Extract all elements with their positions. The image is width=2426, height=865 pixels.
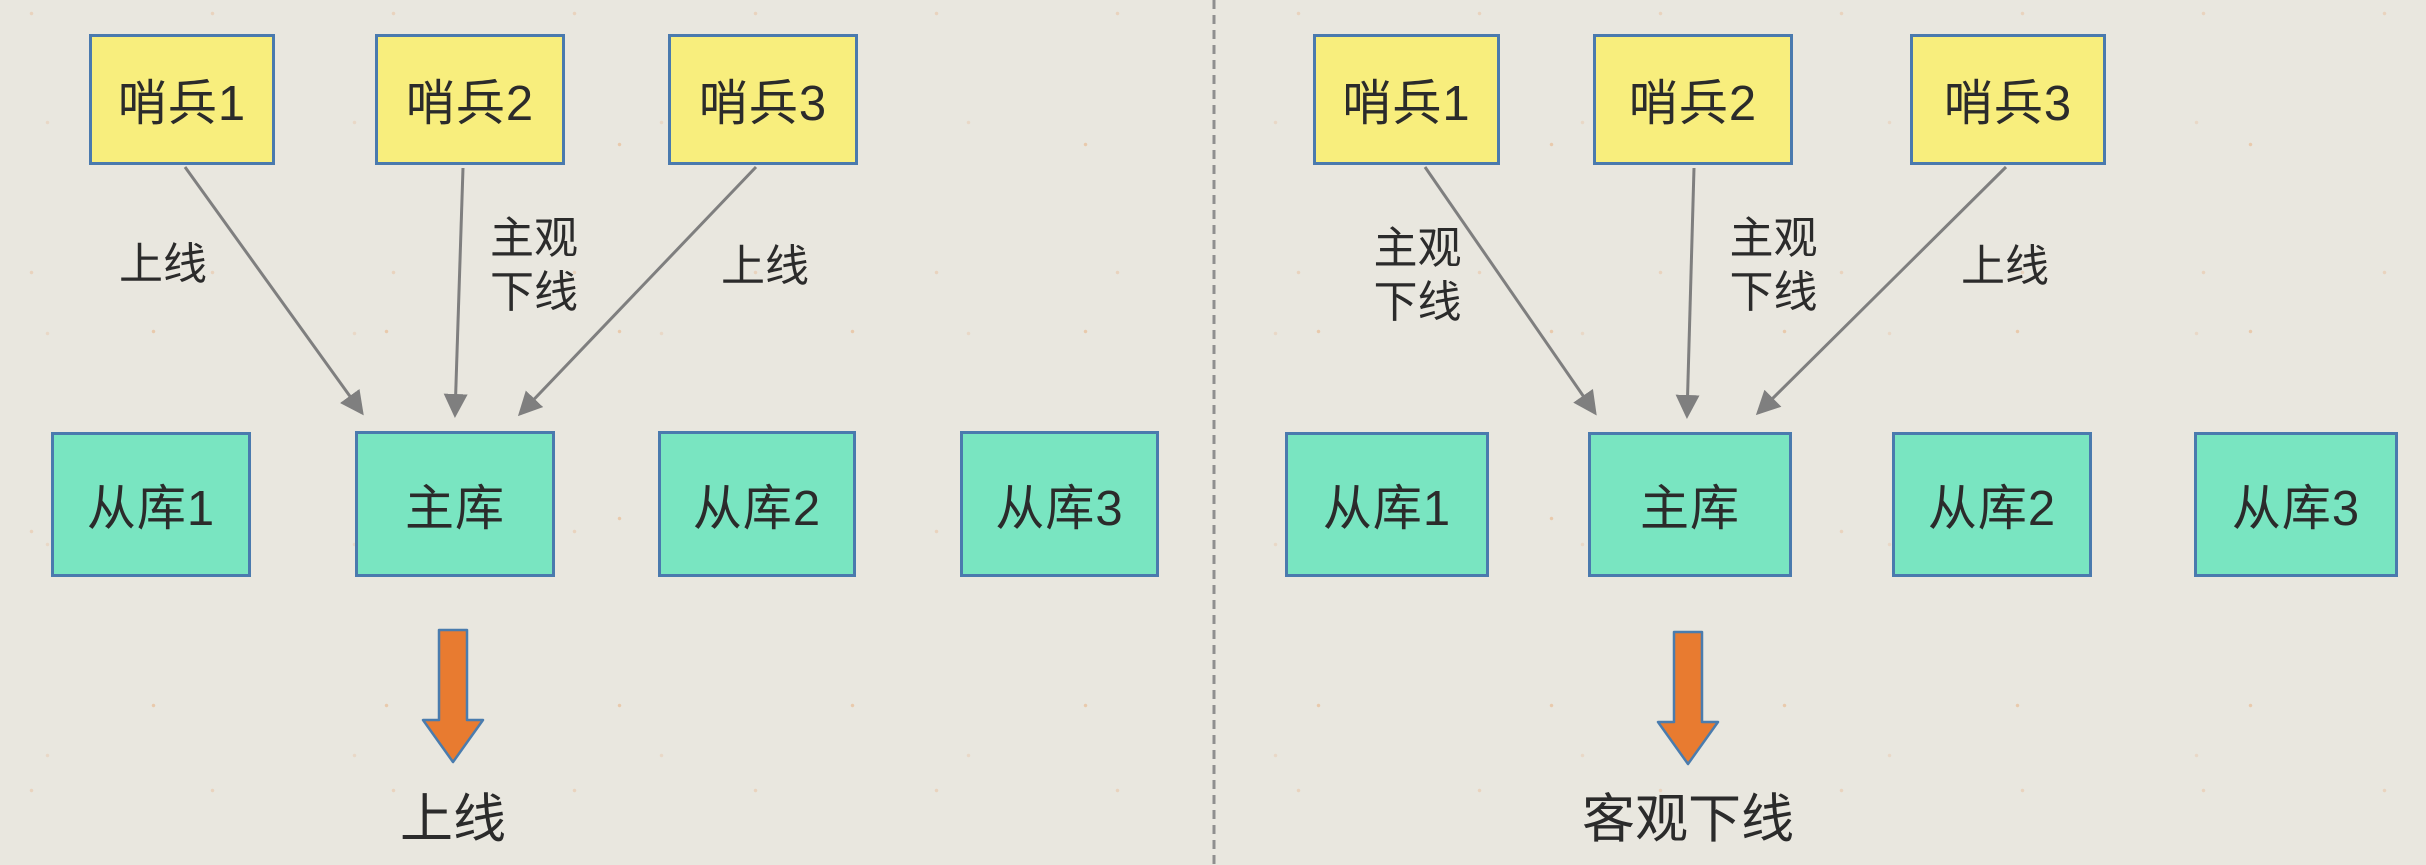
right-replica-2: 从库2 bbox=[1892, 432, 2092, 577]
right-replica-1-label: 从库1 bbox=[1322, 482, 1452, 536]
left-master: 主库 bbox=[355, 431, 555, 577]
result-arrow-left bbox=[421, 628, 485, 764]
left-replica-1-label: 从库1 bbox=[86, 482, 216, 536]
left-replica-3: 从库3 bbox=[960, 431, 1159, 577]
right-sentinel-2-label: 哨兵2 bbox=[1628, 77, 1758, 131]
left-replica-3-label: 从库3 bbox=[995, 481, 1124, 536]
right-replica-2-label: 从库2 bbox=[1927, 482, 2057, 536]
right-outcome-label: 客观下线 bbox=[1582, 790, 1794, 849]
left-sentinel-3: 哨兵3 bbox=[668, 34, 858, 165]
arrow-right-sentinel2-to-master bbox=[1675, 167, 1700, 419]
arrow-right-sentinel3-to-master bbox=[1755, 165, 2008, 416]
right-replica-1: 从库1 bbox=[1285, 432, 1489, 577]
right-master: 主库 bbox=[1588, 432, 1792, 577]
right-replica-3: 从库3 bbox=[2194, 432, 2398, 577]
right-replica-3-label: 从库3 bbox=[2231, 482, 2361, 536]
right-sentinel-3: 哨兵3 bbox=[1910, 34, 2106, 165]
arrow-left-sentinel3-to-master bbox=[517, 165, 758, 417]
left-sentinel-1: 哨兵1 bbox=[89, 34, 275, 165]
left-replica-2-label: 从库2 bbox=[692, 481, 822, 536]
right-edge-label-3: 上线 bbox=[1961, 242, 2049, 291]
left-replica-2: 从库2 bbox=[658, 431, 856, 577]
left-outcome-label: 上线 bbox=[400, 790, 506, 849]
left-edge-label-2: 主观 下线 bbox=[490, 214, 578, 317]
arrow-left-sentinel2-to-master bbox=[443, 167, 468, 418]
right-sentinel-1-label: 哨兵1 bbox=[1342, 77, 1471, 131]
right-master-label: 主库 bbox=[1639, 482, 1740, 536]
left-edge-label-3: 上线 bbox=[721, 242, 809, 291]
right-edge-label-1: 主观 下线 bbox=[1373, 224, 1462, 327]
right-sentinel-1: 哨兵1 bbox=[1313, 34, 1500, 165]
left-sentinel-1-label: 哨兵1 bbox=[117, 77, 247, 131]
left-sentinel-2-label: 哨兵2 bbox=[405, 77, 535, 131]
result-arrow-right bbox=[1656, 630, 1720, 766]
left-replica-1: 从库1 bbox=[51, 432, 251, 577]
right-sentinel-2: 哨兵2 bbox=[1593, 34, 1793, 165]
right-sentinel-3-label: 哨兵3 bbox=[1943, 77, 2073, 131]
arrow-right-sentinel1-to-master bbox=[1423, 166, 1597, 416]
left-master-label: 主库 bbox=[404, 481, 505, 536]
arrow-left-sentinel1-to-master bbox=[183, 166, 364, 416]
right-edge-label-2: 主观 下线 bbox=[1729, 214, 1818, 317]
left-edge-label-1: 上线 bbox=[119, 240, 207, 289]
left-sentinel-2: 哨兵2 bbox=[375, 34, 565, 165]
left-sentinel-3-label: 哨兵3 bbox=[698, 77, 828, 131]
